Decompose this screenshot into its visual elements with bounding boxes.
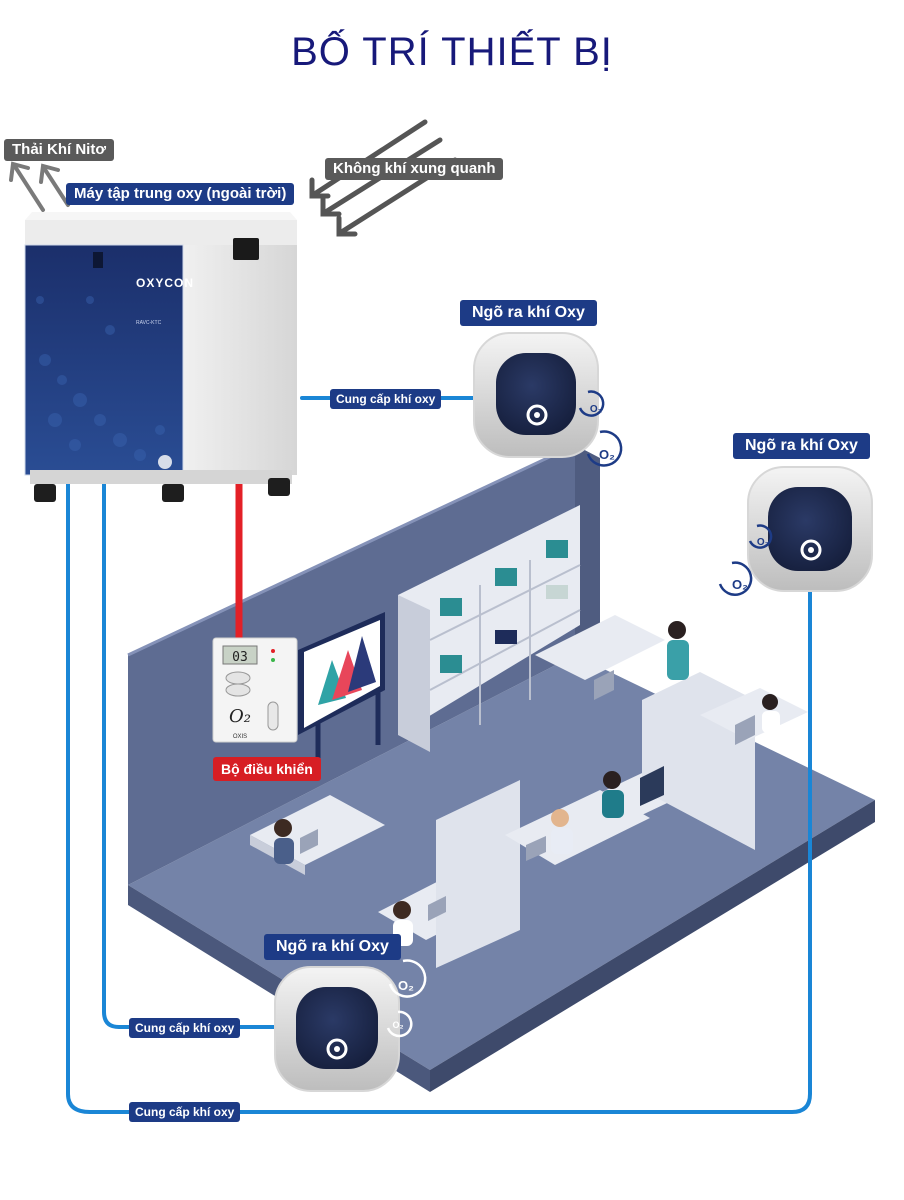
concentrator-brand: OXYCON	[136, 276, 194, 290]
room-wall-right	[575, 445, 600, 668]
controller-o2-symbol: O₂	[229, 706, 251, 727]
page-title: BỐ TRÍ THIẾT BỊ	[291, 30, 613, 74]
o2-icon-label: O₂	[398, 978, 414, 993]
supply-label-top: Cung cấp khí oxy	[330, 389, 442, 409]
o2-icon-label: O₂	[590, 404, 602, 415]
outlet-label-right: Ngõ ra khí Oxy	[733, 433, 870, 459]
pipe-to-outlet-bottom	[102, 478, 284, 1029]
presentation-board	[298, 612, 385, 775]
outlet-label-bottom: Ngõ ra khí Oxy	[264, 934, 401, 960]
bookshelf	[398, 505, 581, 752]
worker-2	[393, 901, 413, 946]
worker-3	[551, 809, 573, 854]
supply-label-right: Cung cấp khí oxy	[129, 1102, 241, 1122]
concentrator-label: Máy tập trung oxy (ngoài trời)	[66, 183, 295, 205]
nitrogen-exhaust-label: Thải Khí Nitơ	[4, 139, 114, 161]
oxygen-outlet-top	[473, 332, 599, 458]
room-wall-rim	[127, 443, 576, 657]
o2-icon-label: O₂	[757, 537, 769, 548]
worker-4	[602, 771, 624, 818]
o2-icon-label: O₂	[732, 577, 748, 592]
room-floor-edge-right	[430, 800, 875, 1092]
nitrogen-exhaust-arrows	[9, 161, 70, 212]
oxygen-outlet-bottom	[274, 966, 400, 1092]
concentrator-model: RAVC-KTC	[136, 320, 162, 326]
o2-icon-label: O₂	[393, 1020, 404, 1030]
controller-device	[212, 637, 298, 743]
oxygen-concentrator	[24, 212, 297, 502]
ambient-air-label: Không khí xung quanh	[325, 158, 504, 180]
worker-1	[274, 819, 294, 864]
oxygen-outlet-right	[747, 466, 873, 592]
outlet-label-top: Ngõ ra khí Oxy	[460, 300, 597, 326]
supply-label-bottom: Cung cấp khí oxy	[129, 1018, 241, 1038]
worker-5	[667, 621, 689, 680]
controller-label: Bộ điều khiển	[213, 757, 321, 781]
controller-brand: OXIS	[233, 734, 247, 740]
o2-icon-label: O₂	[599, 447, 615, 462]
worker-6	[762, 694, 780, 733]
pipe-to-outlet-right	[66, 478, 812, 1114]
office-workers	[274, 621, 780, 946]
controller-display-value: 03	[232, 650, 248, 665]
o2-badge-icons	[386, 390, 773, 1038]
